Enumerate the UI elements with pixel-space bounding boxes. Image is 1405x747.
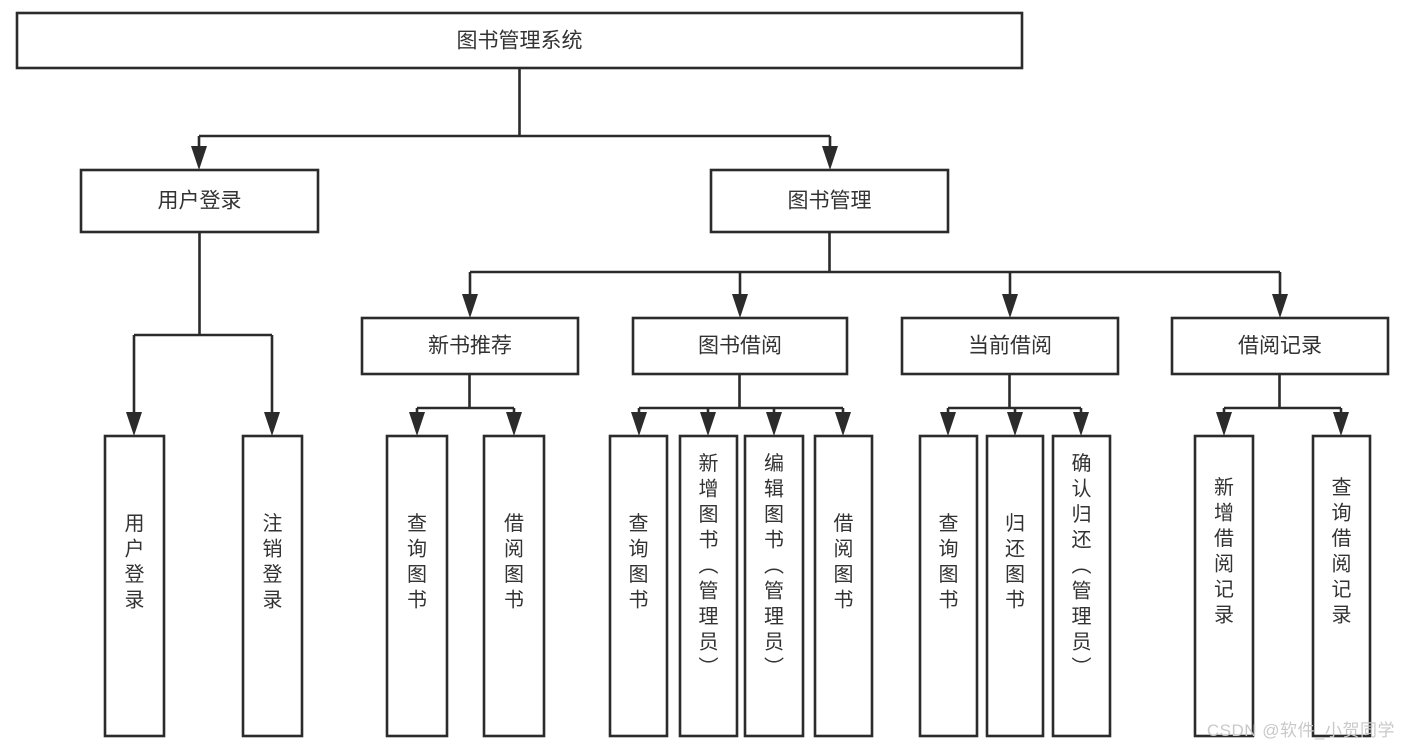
node-user-login[interactable]: 用户登录	[79, 168, 320, 234]
leaf-label: 用户登录	[125, 513, 145, 612]
leaf-label: 查询图书	[407, 512, 427, 612]
leaf-label: 注销登录	[263, 512, 283, 612]
arrow-to-borrow-record	[1272, 294, 1288, 318]
leaf-node[interactable]: 用户登录	[103, 434, 166, 738]
leaf-node[interactable]: 查询图书	[385, 434, 449, 738]
leaf-label: 查询借阅记录	[1332, 476, 1352, 627]
leaf-node[interactable]: 注销登录	[241, 434, 304, 738]
connector-currentborrow-to-leaves	[940, 374, 1089, 436]
arrow-to-book-borrow	[732, 294, 748, 318]
node-borrow-record-label: 借阅记录	[1238, 335, 1322, 358]
leaf-node[interactable]: 查询图书	[918, 434, 979, 738]
node-book-borrow[interactable]: 图书借阅	[631, 316, 849, 376]
leaf-node[interactable]: 新增图书︵管理员︶	[678, 434, 739, 738]
leaf-label: 新增图书︵管理员︶	[699, 452, 719, 679]
leaf-node[interactable]: 借阅图书	[813, 434, 874, 738]
node-borrow-record[interactable]: 借阅记录	[1170, 316, 1390, 376]
node-book-management-label: 图书管理	[788, 190, 872, 213]
arrow-to-book-management	[822, 146, 838, 170]
node-new-book-recommend-label: 新书推荐	[428, 335, 512, 358]
leaf-label: 归还图书	[1005, 512, 1025, 612]
leaf-node[interactable]: 确认归还︵管理员︶	[1051, 434, 1112, 738]
connector-newbook-to-leaves	[409, 374, 522, 436]
connector-borrowrecord-to-leaves	[1216, 374, 1349, 436]
node-current-borrow-label: 当前借阅	[968, 335, 1052, 358]
leaf-label: 新增借阅记录	[1214, 476, 1234, 627]
leaf-label: 确认归还︵管理员︶	[1072, 452, 1092, 679]
leaf-node[interactable]: 借阅图书	[482, 434, 546, 738]
connector-userlogin-to-leaves	[126, 232, 280, 436]
node-root[interactable]: 图书管理系统	[15, 11, 1024, 70]
leaf-label: 查询图书	[629, 512, 649, 612]
leaf-label: 编辑图书︵管理员︶	[764, 452, 784, 679]
node-new-book-recommend[interactable]: 新书推荐	[360, 316, 580, 376]
node-user-login-label: 用户登录	[158, 190, 242, 213]
leaf-node[interactable]: 编辑图书︵管理员︶	[743, 434, 805, 738]
leaf-node[interactable]: 查询图书	[608, 434, 669, 738]
arrow-to-current-borrow	[1002, 294, 1018, 318]
node-book-management[interactable]: 图书管理	[709, 168, 950, 234]
connector-bookmgmt-to-level3	[468, 232, 1282, 296]
leaf-label: 借阅图书	[504, 512, 524, 612]
csdn-watermark: CSDN @软件_小贺同学	[1206, 721, 1395, 740]
leaf-node[interactable]: 归还图书	[985, 434, 1045, 738]
arrow-to-new-book-recommend	[462, 294, 478, 318]
leaf-label: 查询图书	[939, 512, 959, 612]
arrow-to-user-login	[191, 146, 207, 170]
connector-root-to-level2	[197, 68, 832, 148]
connector-bookborrow-to-leaves	[631, 374, 851, 436]
leaf-node[interactable]: 查询借阅记录	[1311, 434, 1372, 738]
node-current-borrow[interactable]: 当前借阅	[900, 316, 1120, 376]
leaf-node[interactable]: 新增借阅记录	[1193, 434, 1255, 738]
node-book-borrow-label: 图书借阅	[698, 335, 782, 358]
leaf-label: 借阅图书	[834, 512, 854, 612]
node-root-label: 图书管理系统	[457, 30, 583, 53]
